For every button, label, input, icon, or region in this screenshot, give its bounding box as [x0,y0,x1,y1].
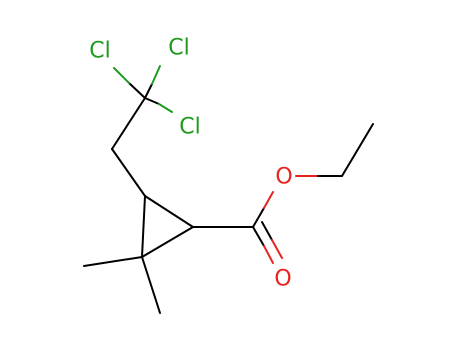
carbonyl-oxygen-label: O [274,267,291,292]
carbonyl-bond-b-inner [261,221,273,241]
ring-bond-top-right [144,195,194,228]
ring-bond-right-bottom [141,226,194,258]
ch2-to-ccl3-bond [111,97,146,150]
c-cl-bond-2-outer [151,65,161,85]
chlorine-atom-label-3: Cl [179,115,200,140]
c-cl-bond-1-outer [113,67,130,84]
c-cl-bond-1-inner [128,82,146,99]
ethyl-bond [341,123,374,177]
chlorine-atom-label-1: Cl [89,39,110,64]
carboxyl-to-ester-o-inner [252,207,265,228]
methyl-bond-down [141,256,161,314]
carbonyl-bond-b-outer [271,239,283,259]
bonds [83,65,374,314]
ring-to-ch2-bond [111,148,146,197]
methyl-bond-left [83,256,143,267]
atom-labels: Cl Cl Cl O O [89,36,292,292]
ring-bond-bottom-top [141,195,146,258]
c-cl-bond-2-inner [144,83,153,99]
c-cl-bond-3-inner [144,97,160,105]
carboxyl-to-ester-o-outer [263,191,274,209]
ester-oxygen-label: O [275,165,292,190]
carbonyl-bond-a-inner [252,226,265,247]
c-cl-bond-3-outer [158,103,173,113]
chlorine-atom-label-2: Cl [168,36,189,61]
carbonyl-bond-a-outer [263,245,274,264]
